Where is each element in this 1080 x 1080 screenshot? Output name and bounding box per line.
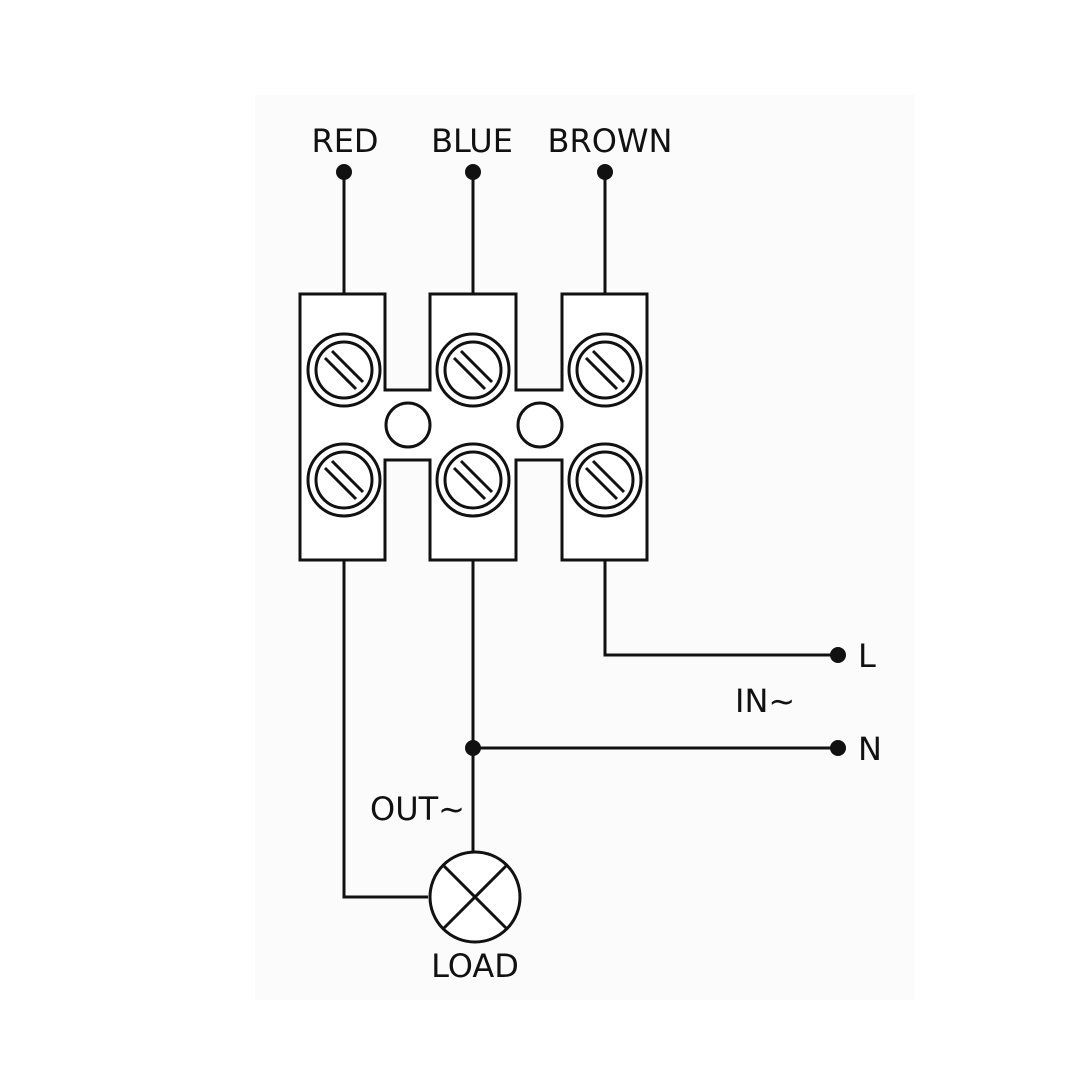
screw-icon — [435, 332, 511, 408]
red-wire-to-load — [342, 560, 428, 899]
screw-icon — [567, 442, 643, 518]
line-wire-to-l — [603, 560, 838, 657]
junction-dot-icon — [465, 740, 481, 756]
n-terminal-dot — [830, 740, 846, 756]
screw-icon — [567, 332, 643, 408]
label-brown: BROWN — [548, 122, 673, 160]
label-red: RED — [311, 122, 378, 160]
label-input: IN~ — [735, 682, 795, 720]
label-load: LOAD — [431, 947, 519, 985]
label-output: OUT~ — [370, 790, 465, 828]
lamp-icon — [428, 850, 522, 944]
screw-icon — [306, 332, 382, 408]
bridge-hole-left — [384, 401, 432, 449]
bridge-hole-right — [516, 401, 564, 449]
label-l: L — [858, 637, 876, 675]
label-n: N — [858, 730, 882, 768]
label-blue: BLUE — [431, 122, 513, 160]
screw-icon — [306, 442, 382, 518]
l-terminal-dot — [830, 647, 846, 663]
terminal-block — [298, 292, 649, 562]
screw-icon — [435, 442, 511, 518]
